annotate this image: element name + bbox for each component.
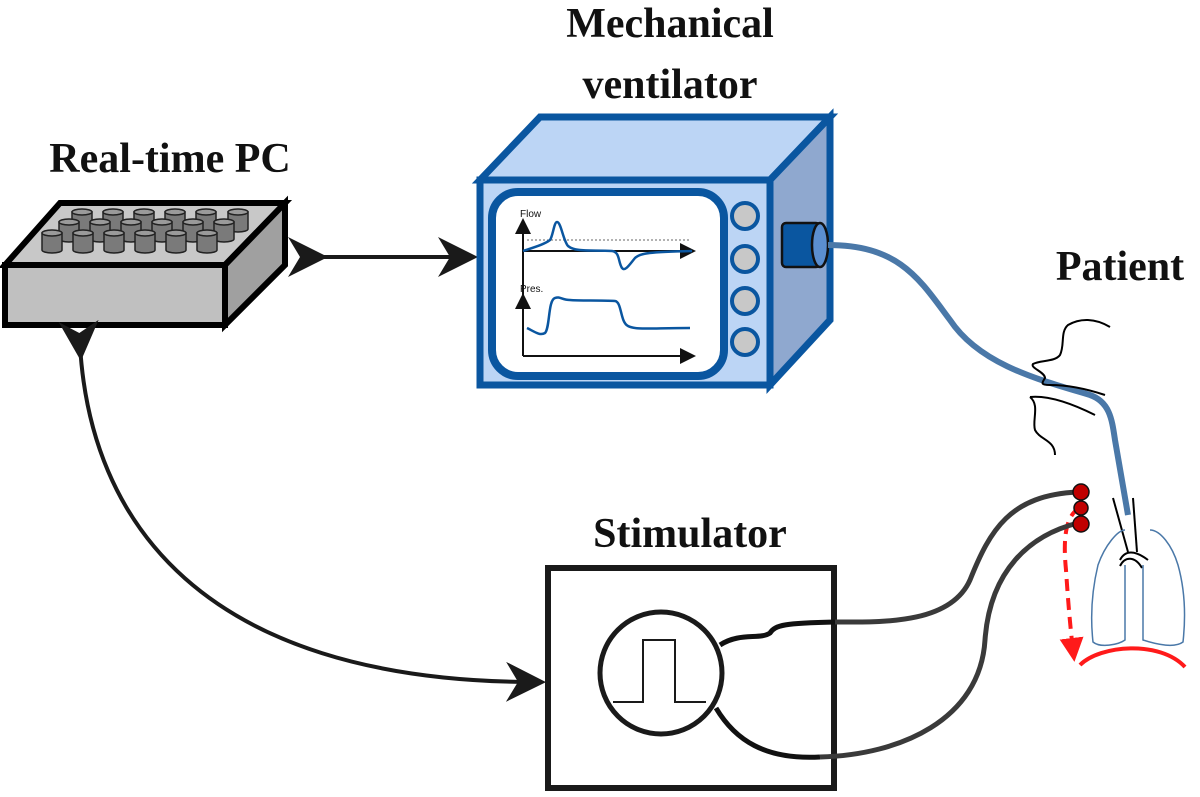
flow-label: Flow [520,209,542,220]
lead-wire-2-inner [713,706,821,760]
real-time-pc-label: Real-time PC [49,136,290,182]
patient-label: Patient [1056,244,1184,290]
lead-wire-1-inner [718,619,836,648]
lead-wire-2 [819,520,1079,760]
patient-airway-icon [1029,319,1187,669]
diaphragm [1078,646,1187,669]
pressure-chart: Pres. [515,284,696,364]
flow-waveform [522,220,693,271]
electrode-1 [1072,483,1090,501]
ventilator-button-3 [730,286,760,316]
phrenic-stimulation-arrow [1059,506,1084,662]
electrode-2 [1073,500,1089,516]
pc-knob [196,229,218,254]
pc-knobs [41,208,249,254]
ventilator-monitor-icon: Flow Pres. [471,108,839,394]
right-lung [1142,529,1186,647]
pc-knob [165,229,187,254]
pc-knob [72,229,94,254]
pressure-label: Pres. [520,284,543,295]
ventilator-button-2 [730,244,760,274]
pc-stimulator-link-arrow [58,319,546,702]
electrode-3 [1072,515,1090,533]
lead-wire-1 [834,489,1079,625]
pc-knob [41,229,63,254]
pressure-waveform [526,296,691,336]
pulse-generator-icon [545,565,837,791]
pc-knob [134,229,156,254]
ventilator-label-line2: ventilator [583,62,758,108]
flow-chart: Flow [515,209,696,300]
tube-connector-icon [780,221,830,269]
ventilator-button-1 [730,201,760,231]
stimulator-label: Stimulator [593,511,787,557]
ventilator-tube [827,242,1131,516]
pulse-waveform [613,639,706,703]
computer-box-icon [0,195,293,333]
pc-knob [103,229,125,254]
ventilator-label-line1: Mechanical [566,1,774,47]
ventilator-button-4 [730,327,760,357]
left-lung [1090,529,1126,647]
